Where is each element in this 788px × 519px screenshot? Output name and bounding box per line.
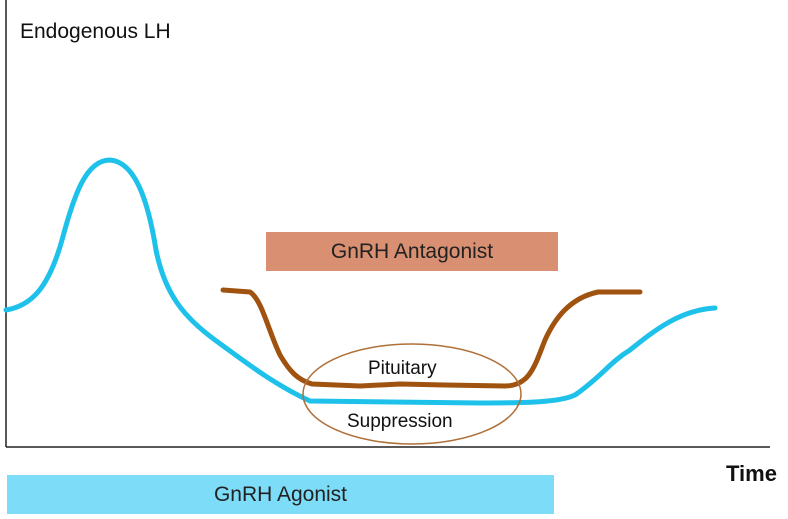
suppression-label-top: Pituitary	[368, 358, 437, 379]
gnrh-agonist-label: GnRH Agonist	[213, 482, 348, 506]
pituitary-suppression-ellipse	[302, 343, 522, 445]
y-axis-label: Endogenous LH	[20, 20, 171, 43]
suppression-label-bottom: Suppression	[347, 411, 453, 432]
gnrh-agonist-bar: GnRH Agonist	[7, 475, 554, 514]
agonist-lh-curve	[3, 157, 718, 406]
x-axis-label: Time	[726, 461, 777, 486]
antagonist-lh-curve	[220, 287, 643, 389]
gnrh-antagonist-bar: GnRH Antagonist	[266, 232, 558, 271]
gnrh-antagonist-label: GnRH Antagonist	[330, 239, 494, 263]
